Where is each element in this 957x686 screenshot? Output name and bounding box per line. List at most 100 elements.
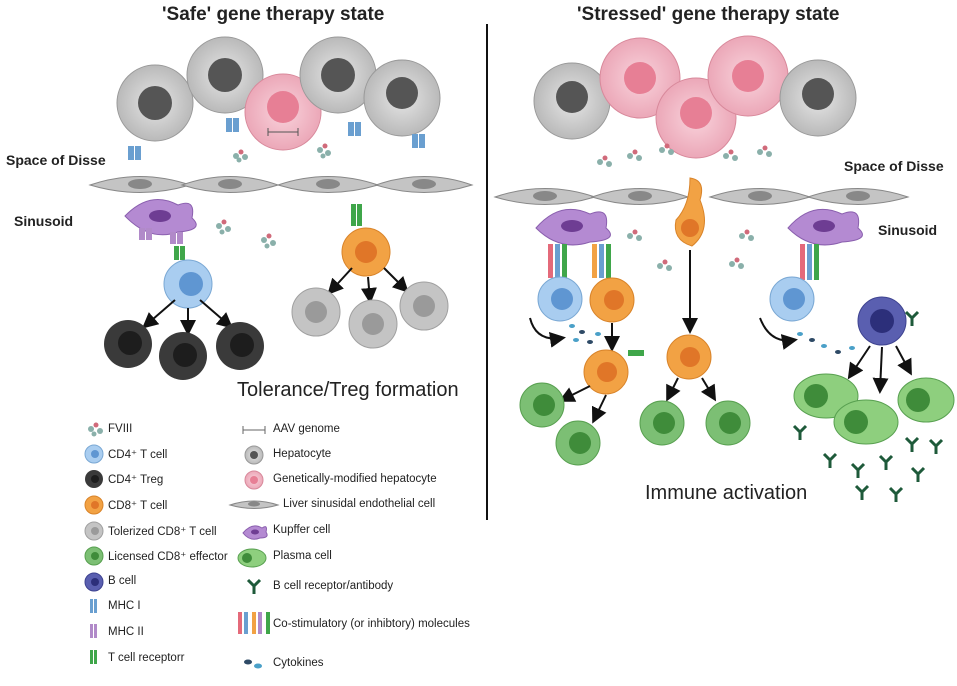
hepatocyte (779, 59, 857, 137)
fviii-cluster (216, 219, 231, 235)
cd4-treg (104, 320, 152, 368)
legend-label-mhc-i: MHC I (108, 600, 141, 612)
legend-label-mhc-ii: MHC II (108, 626, 144, 638)
endothelial-cell (374, 176, 474, 193)
endothelial-cell (88, 176, 192, 193)
fviii-cluster (627, 229, 642, 241)
t-cell-receptor (174, 246, 185, 260)
plasma-cell (833, 399, 899, 445)
licensed-cd8-icon (84, 546, 104, 566)
licensed-cd8-effector (705, 400, 751, 446)
genetically-modified-hepatocyte (599, 37, 681, 119)
legend-label-aav-genome: AAV genome (273, 423, 340, 435)
endothelial-cell (806, 188, 910, 205)
endothelial-cell (708, 188, 812, 205)
cd4-treg-icon (85, 470, 103, 488)
mhc-ii-icon (90, 624, 97, 638)
hepatocyte (116, 64, 194, 142)
legend-label-antibody: B cell receptor/antibody (273, 580, 394, 592)
fviii-cluster (317, 143, 331, 159)
licensed-cd8-effector (639, 400, 685, 446)
sinusoid-label-left: Sinusoid (14, 213, 74, 229)
legend-label-modified-hepatocyte: Genetically-modified hepatocyte (273, 473, 437, 485)
legend-label-tcr: T cell receptorr (108, 652, 185, 664)
panel-divider (486, 24, 488, 520)
tcr-icon (90, 650, 97, 664)
legend-label-costim: Co-stimulatory (or inhibtory) molecules (273, 618, 470, 630)
legend-label-licensed-cd8: Licensed CD8⁺ effector (108, 551, 228, 563)
cd4-t-cell (537, 276, 583, 322)
endothelial-cell (276, 176, 380, 193)
safe-panel-title: 'Safe' gene therapy state (162, 4, 385, 25)
cytokines (569, 324, 601, 344)
cd8-t-cell (674, 177, 705, 247)
endothelial-cell (493, 188, 597, 205)
fviii-icon (88, 422, 103, 437)
stressed-panel-title: 'Stressed' gene therapy state (577, 4, 840, 25)
endothelial-cell (180, 176, 280, 193)
tolerized-cd8-t-cell (399, 281, 449, 331)
legend-label-hepatocyte: Hepatocyte (273, 448, 332, 460)
legend-label-cytokines: Cytokines (273, 657, 324, 669)
fviii-cluster (659, 143, 674, 155)
mhc-ii (170, 232, 183, 244)
antibody-icon (246, 578, 262, 594)
legend-label-kupffer: Kupffer cell (273, 524, 331, 536)
antibodies (792, 310, 944, 502)
cd4-treg (159, 332, 207, 380)
cd4-treg (216, 322, 264, 370)
fviii-cluster (729, 257, 744, 269)
genetically-modified-hepatocyte (707, 35, 789, 117)
costim-icon (238, 612, 270, 634)
legend-label-fviii: FVIII (108, 423, 133, 435)
mhc-i (128, 146, 141, 160)
kupffer-cell (124, 199, 197, 236)
space-of-disse-label-right: Space of Disse (844, 158, 944, 174)
licensed-cd8-effector (555, 420, 601, 466)
licensed-cd8-effector (519, 382, 565, 428)
cd8-t-cell (341, 227, 391, 277)
t-cell-receptor (351, 204, 362, 226)
legend-label-b-cell: B cell (108, 575, 137, 587)
plasma-cell (897, 377, 955, 423)
mhc-i-icon (90, 599, 97, 613)
mhc-i (412, 134, 425, 148)
tolerized-cd8-t-cell (291, 287, 341, 337)
plasma-cell-icon (237, 548, 267, 568)
cd4-t-cell (163, 259, 213, 309)
tolerized-cd8-t-cell (348, 299, 398, 349)
cd8-t-cell (583, 349, 629, 395)
hepatocyte (533, 62, 611, 140)
fviii-cluster (657, 259, 672, 271)
space-of-disse-label-left: Space of Disse (6, 152, 106, 168)
cd8-t-cell-icon (84, 495, 104, 515)
fviii-cluster (757, 145, 772, 157)
tolerance-outcome-label: Tolerance/Treg formation (237, 379, 459, 401)
cytokine-icon (244, 659, 262, 669)
genetically-modified-hepatocyte (244, 73, 322, 151)
t-cell-receptor (628, 350, 644, 356)
sinusoid-label-right: Sinusoid (878, 222, 938, 238)
modified-hepatocyte-icon (244, 470, 264, 490)
mhc-i (226, 118, 239, 132)
b-cell (857, 296, 907, 346)
costim-molecules (548, 244, 567, 278)
mhc-i (348, 122, 361, 136)
legend-label-cd4-treg: CD4⁺ Treg (108, 474, 164, 486)
cd4-t-cell-icon (84, 444, 104, 464)
costim-molecules (800, 244, 819, 280)
hepatocyte (186, 36, 264, 114)
hepatocyte (363, 59, 441, 137)
cd4-t-cell (769, 276, 815, 322)
lsec-icon (228, 500, 280, 509)
legend-label-lsec: Liver sinusidal endothelial cell (283, 498, 436, 510)
cytokines (797, 332, 855, 354)
legend-label-plasma-cell: Plasma cell (273, 550, 332, 562)
legend-label-cd4-t-cell: CD4⁺ T cell (108, 449, 168, 461)
kupffer-cell (535, 208, 611, 246)
costim-molecules (592, 244, 611, 278)
mhc-ii (139, 228, 152, 240)
fviii-cluster (627, 149, 642, 161)
hepatocyte-icon (244, 445, 264, 465)
